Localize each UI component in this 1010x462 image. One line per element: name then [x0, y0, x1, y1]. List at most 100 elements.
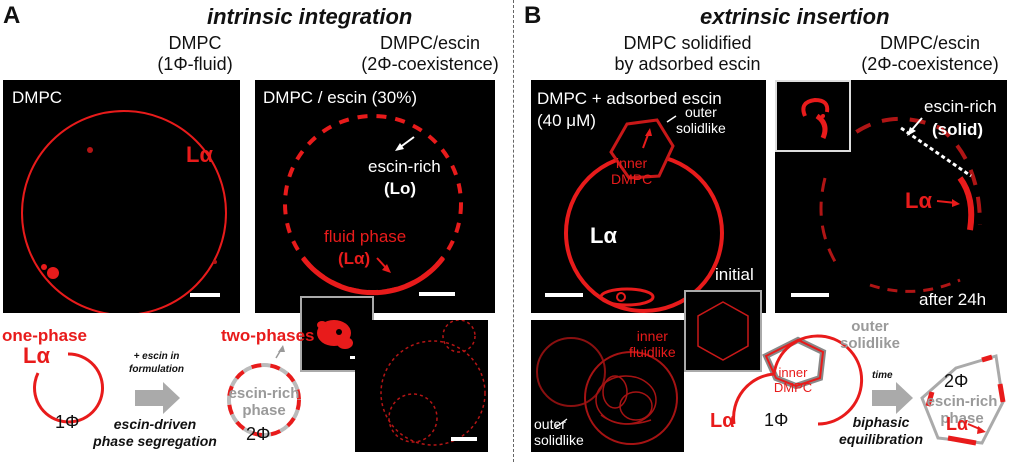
caption-line: DMPC [773, 380, 813, 395]
micrograph-label: DMPC [12, 88, 63, 107]
scale-bar [545, 293, 583, 297]
header-line: by adsorbed escin [614, 54, 761, 74]
micrograph-lower-b: inner fluidlike outer solidlike [531, 320, 684, 452]
escin-rich-phase-label: escin-rich phase [922, 393, 1002, 427]
panel-a-col1-header: DMPC (1Φ-fluid) [140, 33, 250, 75]
scale-bar [451, 437, 477, 441]
caption-line: escin-rich [926, 393, 998, 410]
micrograph-dmpc: DMPC Lα [3, 80, 240, 313]
after-24h-label: after 24h [919, 290, 987, 309]
header-line: DMPC/escin [379, 33, 481, 53]
micrograph-dmpc-drawing [21, 110, 227, 313]
micrograph-label: DMPC / escin (30%) [263, 88, 417, 107]
label-line: fluidlike [629, 344, 676, 360]
inset-micrograph [775, 80, 851, 152]
caption-line: + escin in [133, 351, 180, 362]
arrow-icon [872, 382, 913, 414]
inner-dmpc-label: inner DMPC [611, 155, 652, 187]
header-line: DMPC/escin [879, 33, 981, 53]
micrograph-dmpc-adsorbed-escin-drawing [564, 115, 724, 313]
micrograph-lower-a [355, 320, 488, 452]
label-line: solidlike [534, 432, 584, 448]
header-line: (2Φ-coexistence) [361, 54, 499, 74]
caption-line: solidlike [839, 335, 901, 352]
micrograph-dmpc-adsorbed-escin: DMPC + adsorbed escin (40 μM) outer soli… [531, 80, 766, 313]
panel-a-schematic [33, 345, 301, 437]
outer-solidlike-label: outer solidlike [676, 104, 726, 136]
inset-micrograph [684, 290, 762, 372]
micrograph-after-24h-drawing [819, 116, 982, 293]
panel-a-col2-header: DMPC/escin (2Φ-coexistence) [355, 33, 505, 75]
panel-b-col2-header: DMPC/escin (2Φ-coexistence) [850, 33, 1010, 75]
caption-line: phase [242, 402, 286, 419]
arrow-caption: + escin in formulation [119, 350, 194, 376]
arrow-icon [135, 382, 180, 414]
label-line: outer [684, 104, 717, 120]
caption-line: biphasic [852, 414, 910, 430]
micrograph-dmpc-escin-drawing [283, 114, 463, 296]
biphasic-equilibration-label: biphasic equilibration [838, 414, 924, 448]
fluid-phase-label: fluid phase [324, 227, 407, 246]
header-line: DMPC solidified [623, 33, 752, 53]
caption-line: inner [778, 365, 808, 380]
la-label: Lα [905, 188, 932, 213]
inset-drawing [317, 320, 353, 349]
scale-bar [190, 293, 220, 297]
schema-caption: escin-driven phase segregation [85, 416, 225, 450]
header-line: (2Φ-coexistence) [861, 54, 999, 74]
scale-bar [419, 292, 455, 296]
header-line: (1Φ-fluid) [157, 54, 233, 74]
time-label: time [872, 370, 893, 381]
panel-a-letter: A [3, 2, 21, 29]
panel-b-letter: B [524, 2, 542, 29]
inner-fluidlike-label: inner fluidlike [629, 328, 676, 360]
la-label: Lα [590, 223, 617, 248]
two-phi-label: 2Φ [944, 371, 969, 391]
schema-outer-solidlike: outer solidlike [830, 318, 910, 352]
label-line: (40 μM) [537, 111, 596, 130]
panel-b-schematic [732, 334, 1006, 446]
label-line: DMPC [611, 171, 653, 187]
two-phi-label: 2Φ [246, 424, 271, 444]
escin-rich-label: escin-rich [924, 97, 997, 116]
panel-a-title: intrinsic integration [207, 4, 413, 29]
two-phases-label: two-phases [221, 326, 315, 345]
caption-line: escin-rich [228, 385, 300, 402]
header-line: DMPC [168, 33, 222, 53]
solid-label: (solid) [932, 120, 983, 139]
label-line: outer [534, 416, 566, 432]
one-phase-label: one-phase [2, 326, 88, 345]
label-line: DMPC + adsorbed escin [537, 89, 722, 108]
outer-solidlike-label: outer solidlike [534, 416, 584, 448]
caption-line: phase segregation [93, 433, 217, 449]
micrograph-lower-a-drawing [380, 320, 486, 446]
lo-label: (Lo) [384, 179, 417, 198]
caption-line: formulation [129, 364, 184, 375]
label-line: inner [616, 155, 648, 171]
micrograph-label: DMPC + adsorbed escin (40 μM) [537, 88, 722, 132]
schema-la-label: Lα [23, 343, 50, 368]
schema-inner-dmpc: inner DMPC [768, 365, 818, 395]
phase-label-la: Lα [186, 142, 213, 167]
inset-drawing [801, 97, 830, 139]
inset-drawing [697, 301, 749, 361]
label-line: solidlike [676, 120, 726, 136]
caption-line: phase [940, 410, 984, 427]
caption-line: escin-driven [113, 416, 197, 432]
schema-la-label: Lα [710, 410, 735, 432]
escin-rich-phase-label: escin-rich phase [226, 385, 302, 419]
label-line: inner [636, 328, 668, 344]
panel-b-title: extrinsic insertion [700, 4, 890, 29]
escin-rich-label: escin-rich [368, 157, 441, 176]
la-label: (Lα) [338, 249, 371, 268]
caption-line: outer [851, 318, 889, 335]
panel-b-col1-header: DMPC solidified by adsorbed escin [600, 33, 775, 75]
one-phase-vesicle [33, 352, 104, 424]
micrograph-after-24h: escin-rich (solid) Lα after 24h [775, 80, 1007, 313]
schema-la2-label: Lα [946, 414, 969, 434]
micrograph-lower-b-drawing [536, 337, 678, 445]
caption-line: equilibration [839, 431, 923, 447]
one-phi-label: 1Φ [764, 410, 789, 430]
one-phi-label: 1Φ [55, 412, 80, 432]
panel-divider [513, 0, 514, 462]
